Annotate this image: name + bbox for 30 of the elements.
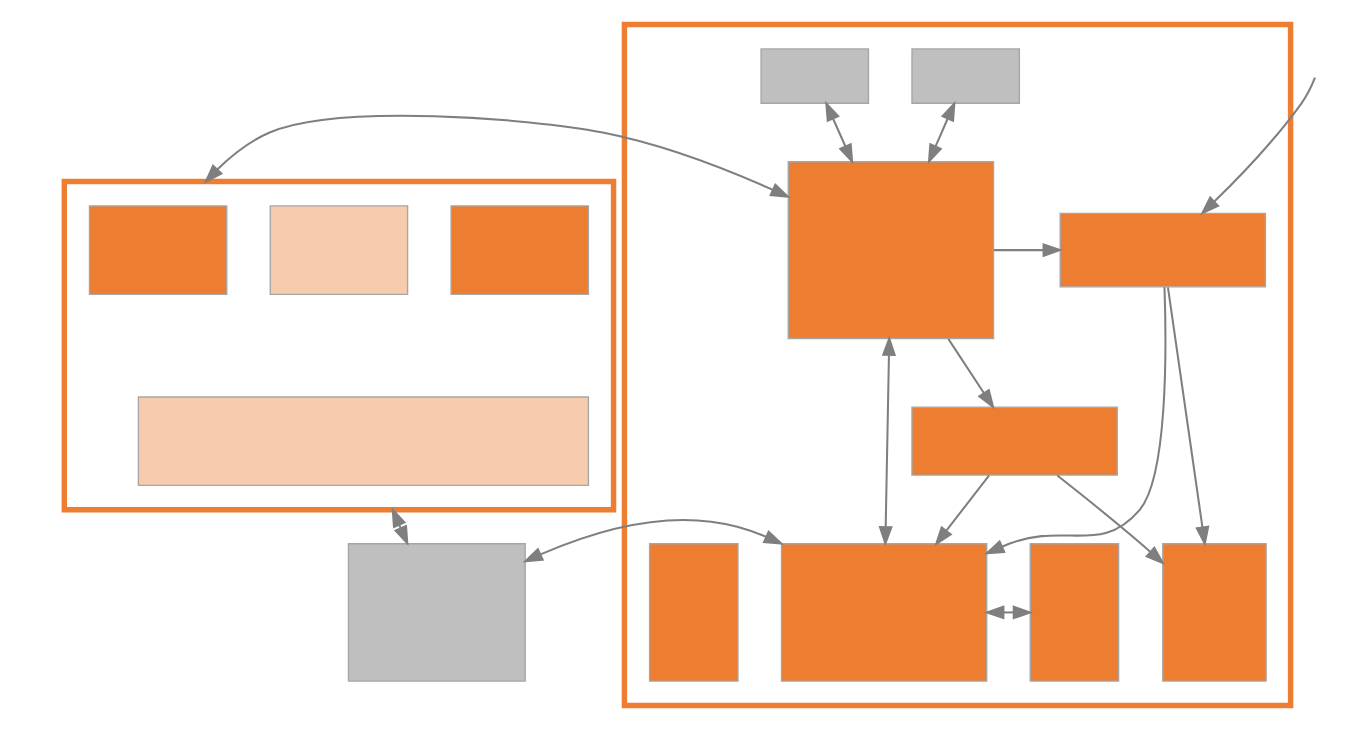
arrow	[203, 114, 791, 198]
arrow	[947, 338, 995, 410]
node-box	[88, 205, 227, 295]
arrow	[391, 506, 409, 547]
arrow	[1199, 77, 1316, 216]
node-box	[780, 543, 987, 682]
arrow	[993, 242, 1063, 258]
cluster	[621, 21, 1293, 709]
node-box	[1029, 543, 1119, 682]
arrow	[1166, 287, 1209, 547]
arrow	[878, 335, 896, 547]
arrow	[933, 474, 990, 547]
arrow	[1056, 474, 1165, 565]
arrow	[824, 100, 853, 165]
cluster	[61, 178, 616, 513]
node-box	[137, 396, 589, 486]
node-box	[449, 205, 589, 295]
node-box	[269, 205, 408, 295]
arrow	[983, 605, 1033, 620]
node-box	[787, 161, 994, 340]
arrow	[927, 100, 956, 165]
node-box	[347, 543, 526, 682]
node-box	[910, 406, 1118, 476]
node-box	[1161, 543, 1267, 682]
node-box	[1059, 212, 1266, 288]
arrow	[522, 519, 784, 563]
arrow	[983, 287, 1166, 555]
node-box	[648, 543, 739, 682]
node-box	[910, 48, 1020, 104]
node-box	[759, 48, 869, 104]
